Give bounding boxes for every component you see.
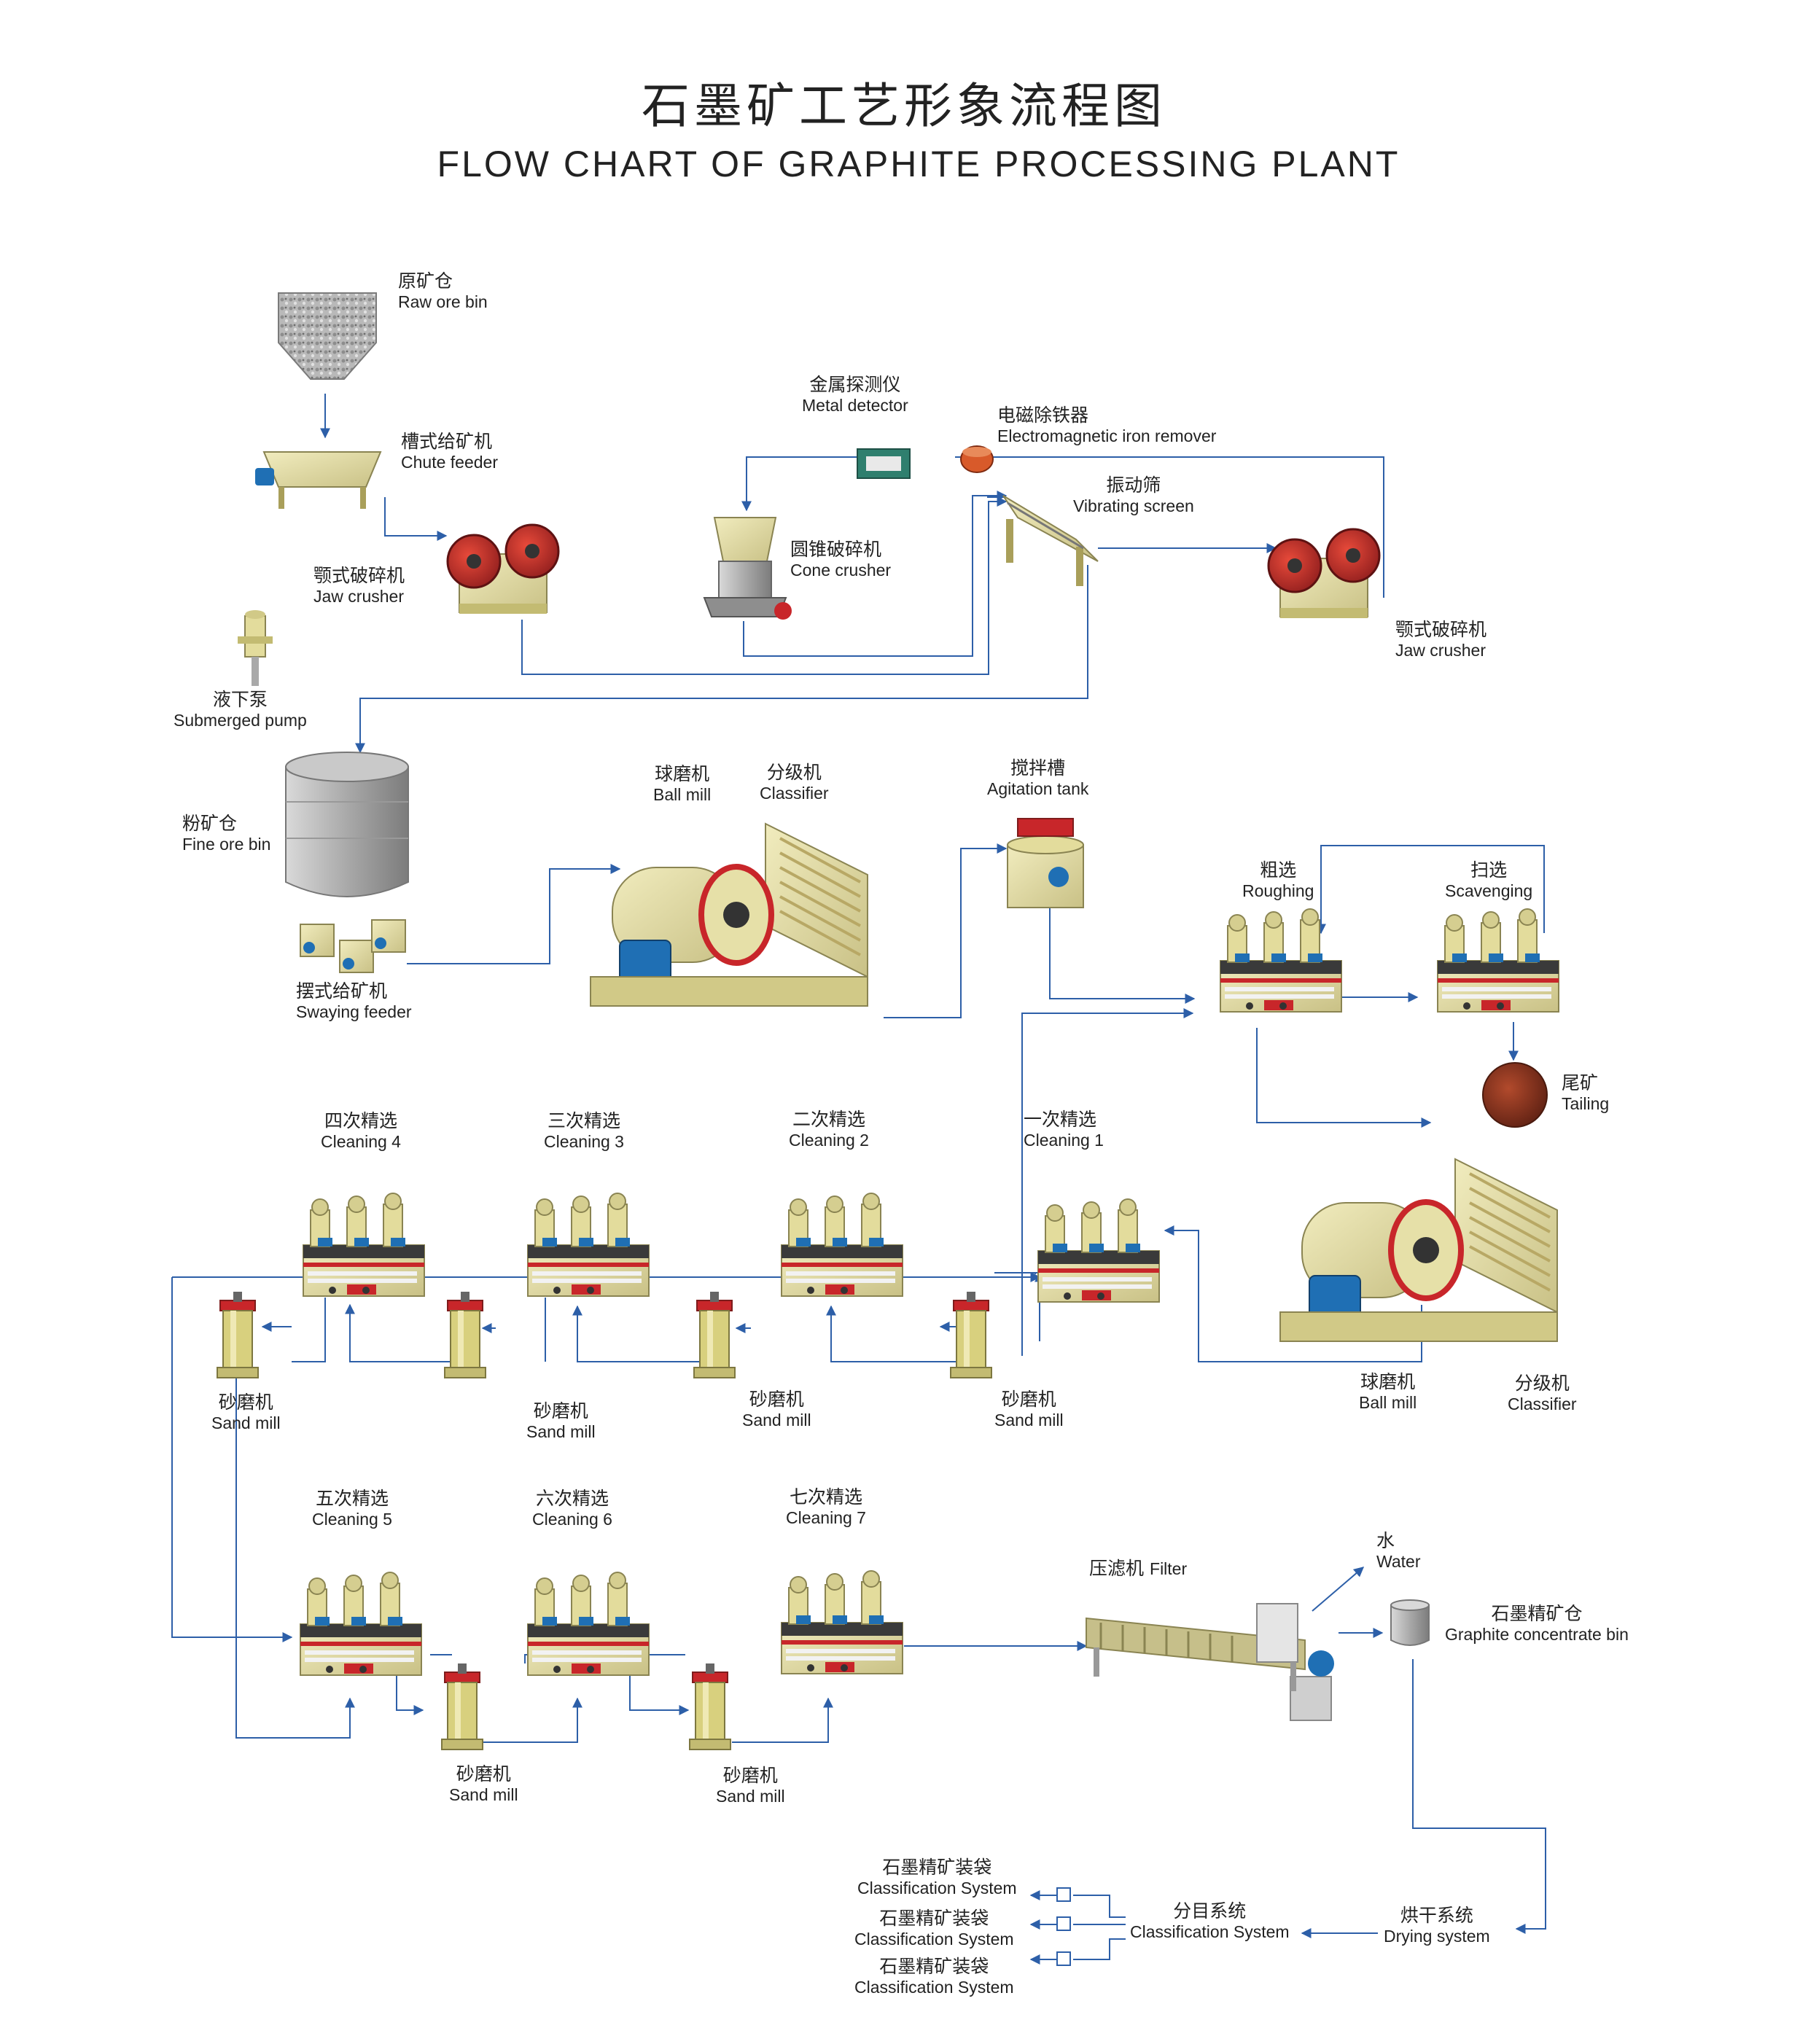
sand-mill-icon <box>693 1291 736 1378</box>
sand-mill-icon <box>441 1663 483 1750</box>
sand-mill-icon <box>444 1291 486 1378</box>
title-chinese: 石墨矿工艺形象流程图 <box>642 78 1166 134</box>
jaw-crusher-icon <box>446 523 560 615</box>
cleaning-4-cell-icon <box>303 1193 425 1297</box>
swaying-feeder-icon <box>300 919 406 973</box>
fine-ore-bin-icon <box>285 752 409 897</box>
sand-mill-icon <box>689 1663 731 1750</box>
cleaning-6-cell-icon <box>527 1572 650 1676</box>
bagging-junction-boxes <box>1056 1887 1071 1966</box>
submerged-pump-icon <box>238 610 273 686</box>
chute-feeder-icon <box>255 451 382 509</box>
ball-mill-classifier-icon <box>591 824 868 1006</box>
iron-remover-icon <box>960 445 994 473</box>
sand-mill-icon <box>950 1291 992 1378</box>
cone-crusher-icon <box>703 517 792 620</box>
scavenging-cell-icon <box>1437 908 1559 1013</box>
cleaning-2-cell-icon <box>781 1193 903 1297</box>
cleaning-3-cell-icon <box>527 1193 650 1297</box>
roughing-cell-icon <box>1220 908 1342 1013</box>
raw-ore-bin-icon <box>278 292 377 380</box>
concentrate-bin-icon <box>1390 1599 1430 1646</box>
tailing-icon <box>1482 1062 1548 1128</box>
metal-detector-icon <box>857 448 911 479</box>
title-english: FLOW CHART OF GRAPHITE PROCESSING PLANT <box>437 144 1400 184</box>
cleaning-5-cell-icon <box>300 1572 422 1676</box>
flow-lines <box>171 394 1546 1965</box>
ball-mill-classifier-2-icon <box>1280 1159 1557 1341</box>
agitation-tank-icon <box>1007 818 1084 908</box>
jaw-crusher-2-icon <box>1267 528 1381 620</box>
filter-press-icon <box>1086 1603 1334 1721</box>
cleaning-1-cell-icon <box>1037 1198 1160 1303</box>
vibrating-screen-icon <box>1002 495 1099 586</box>
sand-mill-icon <box>217 1291 259 1378</box>
cleaning-7-cell-icon <box>781 1570 903 1674</box>
